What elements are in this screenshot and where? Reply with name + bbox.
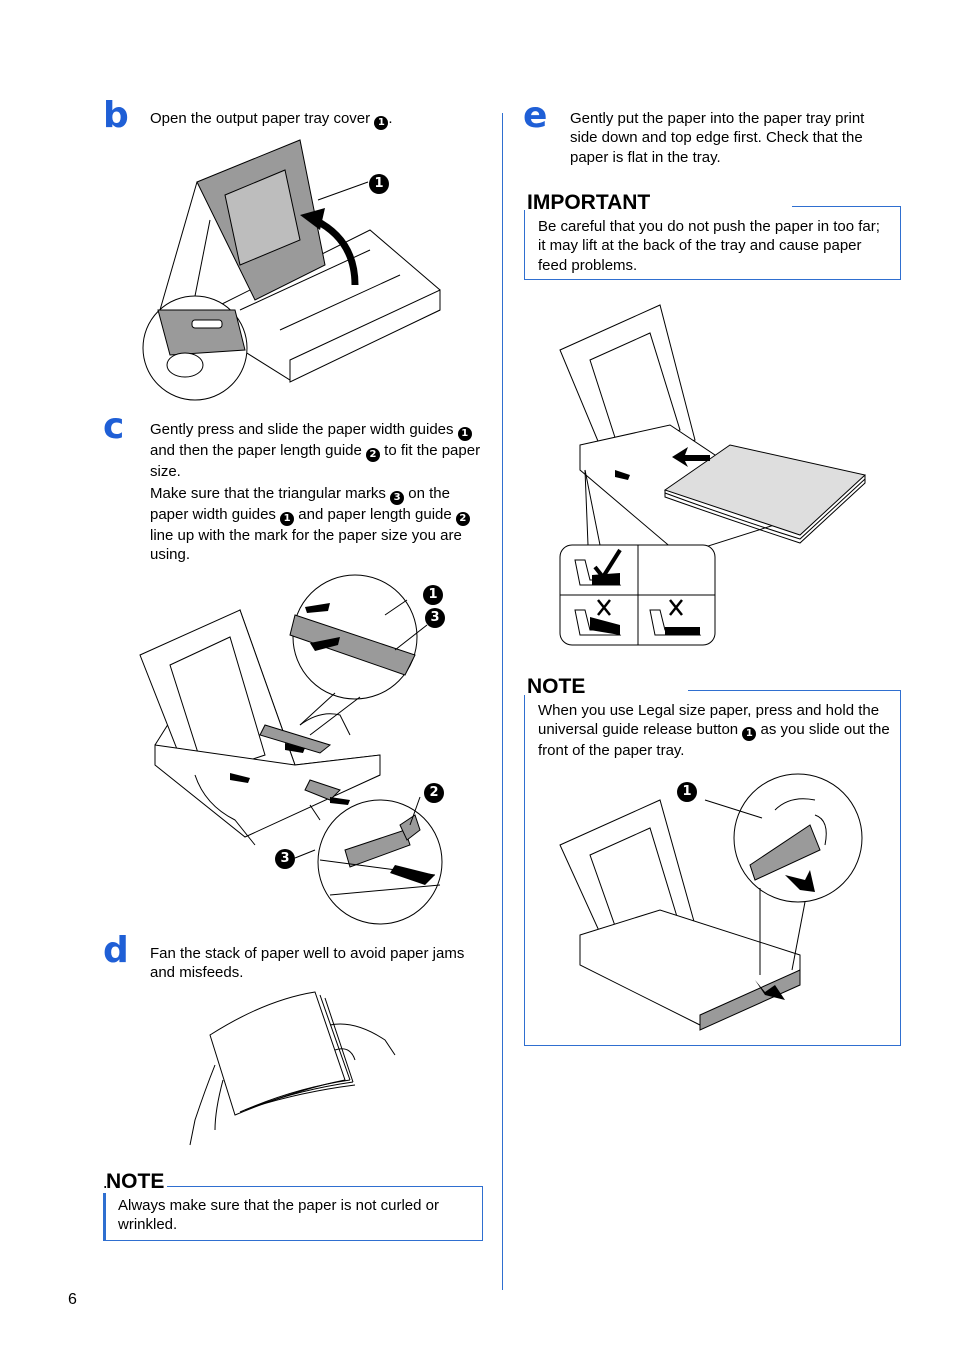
ref-badge: 2 <box>366 448 381 462</box>
important-title: IMPORTANT <box>527 191 651 214</box>
note-box <box>524 690 901 1046</box>
ref-badge: 2 <box>455 512 470 526</box>
ref-badge: 1 <box>374 116 389 130</box>
callout-3: 3 <box>275 849 295 869</box>
step-letter-b: b <box>103 95 129 136</box>
note-box <box>103 1186 483 1241</box>
step-letter-d: d <box>103 930 129 971</box>
check-mark-icon <box>593 548 622 581</box>
callout-2: 2 <box>424 783 444 803</box>
page-number: 6 <box>68 1291 77 1308</box>
fan-paper-illustration <box>189 991 396 1146</box>
important-text: Be careful that you do not push the pape… <box>538 218 880 274</box>
note-title: NOTE <box>527 675 586 698</box>
step-b-text: Open the output paper tray cover 1. <box>150 110 393 130</box>
arrow-icon <box>785 870 815 892</box>
column-divider <box>502 113 503 1290</box>
step-c-paragraph-2: Make sure that the triangular marks 3 on… <box>150 484 482 565</box>
ref-badge: 1 <box>457 427 472 441</box>
note-text: When you use Legal size paper, press and… <box>538 702 890 760</box>
step-letter-e: e <box>523 95 548 136</box>
callout-1: 1 <box>369 174 389 194</box>
legal-paper-illustration <box>559 773 863 1031</box>
note-text: Always make sure that the paper is not c… <box>118 1197 439 1234</box>
cross-mark-icon <box>597 599 611 616</box>
paper-guides-illustration <box>139 574 443 925</box>
callout-3: 3 <box>425 608 445 628</box>
load-paper-illustration <box>559 304 867 646</box>
ref-badge: 1 <box>280 512 295 526</box>
callout-1: 1 <box>677 782 697 802</box>
step-c-paragraph-1: Gently press and slide the paper width g… <box>150 421 481 480</box>
arrow-icon <box>755 980 785 1000</box>
step-e-text: Gently put the paper into the paper tray… <box>570 110 865 166</box>
callout-1: 1 <box>423 585 443 605</box>
ref-badge: 1 <box>742 727 757 742</box>
tray-cover-illustration <box>142 139 441 401</box>
step-letter-c: c <box>103 406 125 447</box>
cross-mark-icon <box>669 599 683 616</box>
note-title-label: NOTE <box>106 1170 165 1193</box>
step-d-text: Fan the stack of paper well to avoid pap… <box>150 945 465 982</box>
ref-badge: 3 <box>390 491 405 505</box>
